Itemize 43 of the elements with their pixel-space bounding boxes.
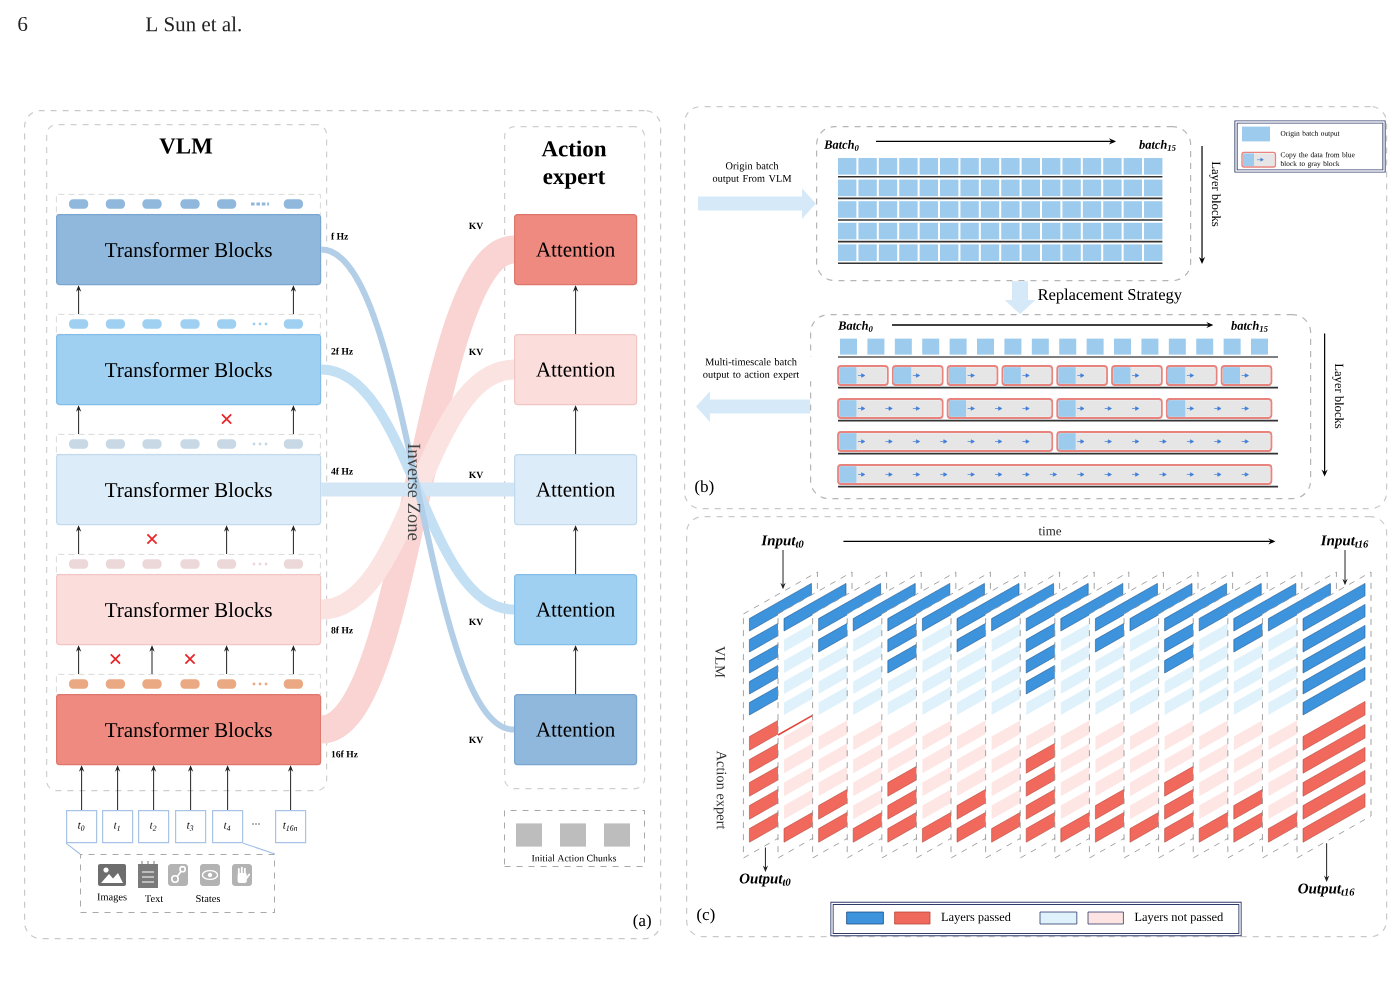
arrow <box>76 526 81 555</box>
running-head: L Sun et al. <box>146 16 241 32</box>
connector-line <box>65 842 81 855</box>
arrow <box>1343 549 1347 585</box>
arrow <box>288 766 293 811</box>
kv-band <box>321 482 514 497</box>
arrow <box>573 286 578 335</box>
arrow <box>573 406 578 455</box>
transformer-block: Transformer Blocks <box>56 214 322 286</box>
arrow <box>151 766 156 811</box>
arrow <box>76 286 81 315</box>
transformer-block: Transformer Blocks <box>56 454 322 526</box>
page-number: 6 <box>18 16 28 32</box>
time-frame <box>1296 571 1372 859</box>
arrow <box>188 766 193 811</box>
arrow <box>76 406 81 435</box>
arrow <box>573 526 578 575</box>
arrow <box>79 766 84 811</box>
arrow <box>763 847 768 872</box>
arrow <box>291 406 296 435</box>
arrow <box>573 646 578 695</box>
attention-block: Attention <box>514 454 638 526</box>
zone-label: Inverse Zone <box>407 443 421 541</box>
transformer-block: Transformer Blocks <box>56 574 322 646</box>
arrow <box>224 526 229 555</box>
edge-label: Replacement Strategy <box>1036 287 1184 305</box>
connector-line <box>242 842 276 855</box>
attention-block: Attention <box>514 334 638 406</box>
arrow <box>1324 842 1329 882</box>
attention-block: Attention <box>514 214 638 286</box>
transformer-block: Transformer Blocks <box>56 334 322 406</box>
attention-block: Attention <box>514 694 638 766</box>
arrow <box>224 646 229 675</box>
attention-block: Attention <box>514 574 638 646</box>
arrow <box>225 766 230 811</box>
arrow <box>291 646 296 675</box>
arrow <box>291 526 296 555</box>
transformer-block: Transformer Blocks <box>56 694 322 766</box>
arrow <box>76 646 81 675</box>
arrow <box>115 766 120 811</box>
arrow <box>150 646 154 675</box>
arrow <box>781 549 785 589</box>
arrow <box>291 286 296 315</box>
